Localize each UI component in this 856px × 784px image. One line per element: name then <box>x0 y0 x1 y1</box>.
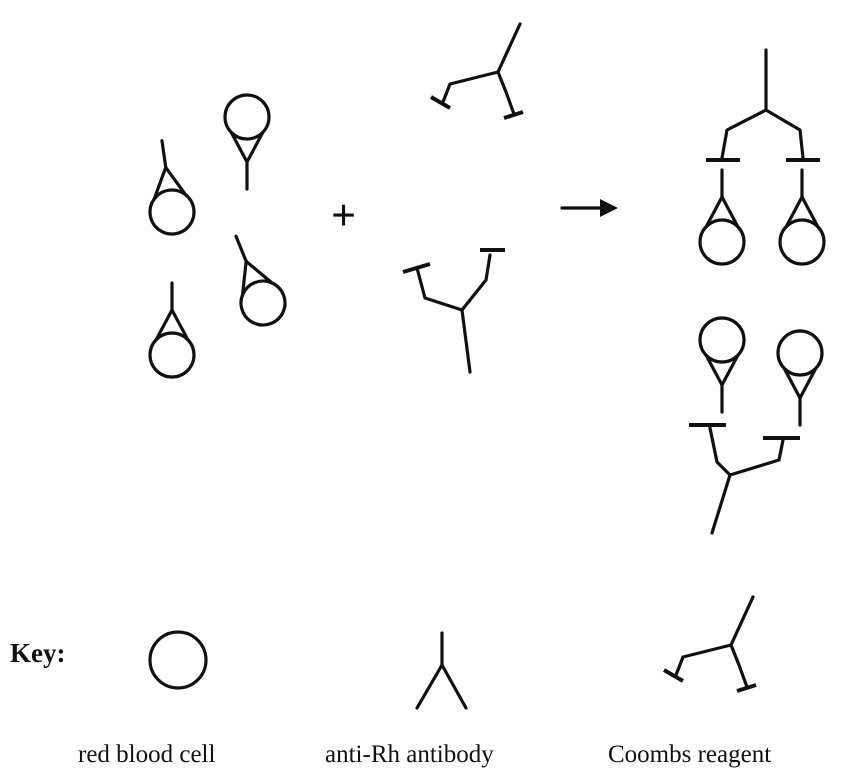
key-title: Key: <box>10 638 65 668</box>
key: Key: red blood cell anti-Rh antibody Coo… <box>10 595 771 768</box>
linked-cell-bottom-right <box>776 329 824 427</box>
red-blood-cell-icon <box>148 630 208 690</box>
anti-rh-antibody-icon <box>415 631 468 710</box>
key-label-anti-rh-antibody: anti-Rh antibody <box>325 741 494 768</box>
coated-cell-1 <box>138 136 199 239</box>
linked-cell-bottom-left <box>698 316 746 414</box>
coombs-reagent-1 <box>429 22 525 120</box>
coated-cell-3 <box>214 226 294 334</box>
agglutination-complex-bottom <box>689 316 824 535</box>
coombs-reagent-icon <box>662 595 758 693</box>
coombs-reagent-2 <box>402 248 505 374</box>
key-label-coombs-reagent: Coombs reagent <box>608 741 771 768</box>
coated-cell-2 <box>223 93 271 191</box>
reaction-arrow <box>560 199 618 217</box>
coated-cell-4 <box>148 281 196 379</box>
agglutination-complex-top <box>698 48 826 266</box>
key-label-red-blood-cell: red blood cell <box>78 741 216 768</box>
linked-cell-top-right <box>778 168 826 266</box>
linked-cell-top-left <box>698 168 746 266</box>
plus-sign: + <box>331 191 356 240</box>
coombs-reagents <box>402 22 525 374</box>
coated-red-blood-cells <box>138 93 294 379</box>
